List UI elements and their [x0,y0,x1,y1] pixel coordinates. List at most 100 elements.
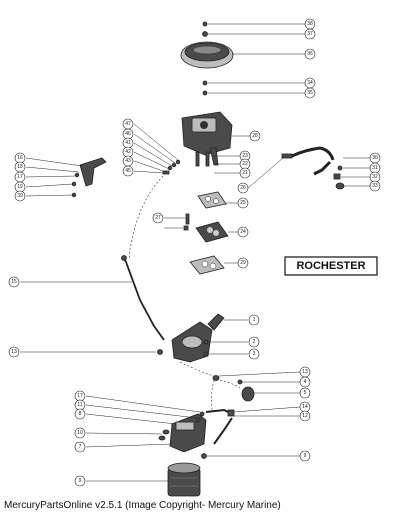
callout-number: 33 [372,183,378,189]
callout-c43: 43 [122,155,134,167]
callout-c46: 46 [122,128,134,140]
callout-circle [152,212,164,224]
callout-c18: 18 [14,161,26,173]
callout-c12: 12 [299,410,311,422]
callout-c1: 1 [248,314,260,326]
callout-c9b: 9 [299,450,311,462]
callout-c14: 14 [299,401,311,413]
callout-circle [369,180,381,192]
callout-circle [249,130,261,142]
callout-number: 26 [240,185,246,191]
callout-c15: 15 [8,276,20,288]
callout-number: 21 [242,170,248,176]
callout-number: 24 [240,229,246,235]
callout-c7: 7 [74,441,86,453]
callout-c34: 34 [304,77,316,89]
throttle-bracket [25,157,107,198]
callout-circle [237,182,249,194]
callout-circle [304,28,316,40]
callout-c17: 17 [14,171,26,183]
callout-circle [304,48,316,60]
callout-c19: 19 [14,181,26,193]
callout-number: 41 [125,140,131,146]
callout-circle [14,190,26,202]
callout-c17b: 17 [74,390,86,402]
callout-c16: 16 [14,152,26,164]
callout-number: 27 [155,215,161,221]
callout-number: 8 [79,411,82,417]
callout-c35: 35 [304,87,316,99]
callout-c11: 11 [74,399,86,411]
callout-number: 11 [77,402,82,408]
callout-number: 7 [79,444,82,450]
callout-circle [248,336,260,348]
callout-c22: 22 [239,158,251,170]
callout-number: 19 [17,184,23,190]
callout-c27: 27 [152,212,164,224]
callout-circle [299,376,311,388]
callout-c28: 28 [249,130,261,142]
callout-circle [237,257,249,269]
callout-number: 9 [79,478,82,484]
callout-c42: 42 [122,146,134,158]
callout-circle [299,410,311,422]
copyright-caption: MercuryPartsOnline v2.5.1 (Image Copyrig… [4,500,281,511]
callout-c29: 29 [237,257,249,269]
callout-c10: 10 [74,427,86,439]
callout-number: 4 [304,379,307,385]
callout-c45: 45 [122,165,134,177]
callout-number: 22 [242,161,248,167]
callout-group: 3837363435284746414243452322211618171939… [8,18,381,487]
callout-number: 42 [125,149,131,155]
callout-circle [122,165,134,177]
callout-number: 38 [307,21,313,27]
fuel-filter-parts [212,371,301,402]
callout-number: 45 [125,168,131,174]
callout-c21: 21 [239,167,251,179]
callout-number: 23 [242,153,248,159]
callout-c4: 4 [299,376,311,388]
fuel-filter-canister [86,462,201,497]
callout-number: 36 [307,51,313,57]
callout-number: 17 [77,393,83,399]
callout-number: 31 [372,165,378,171]
callout-c3: 3 [248,348,260,360]
callout-circle [299,450,311,462]
callout-number: 10 [77,430,83,436]
callout-number: 47 [125,121,131,127]
callout-c8: 8 [74,408,86,420]
callout-number: 9 [304,453,307,459]
callout-c37-top: 37 [304,28,316,40]
fuel-line-assembly [247,146,370,190]
carburetor-gaskets [164,191,238,275]
callout-number: 37 [307,31,313,37]
callout-circle [8,346,20,358]
callout-circle [74,427,86,439]
callout-number: 29 [240,260,246,266]
callout-number: 1 [253,317,256,323]
callout-number: 34 [307,80,313,86]
rochester-label-text: ROCHESTER [296,260,365,272]
callout-c41: 41 [122,137,134,149]
callout-number: 46 [125,131,131,137]
callout-number: 2 [253,339,256,345]
callout-circle [304,87,316,99]
callout-circle [8,276,20,288]
callout-number: 35 [307,90,313,96]
fuel-line-dashed [20,175,165,341]
callout-number: 30 [372,155,378,161]
callout-c5: 5 [299,387,311,399]
callout-circle [299,387,311,399]
callout-number: 39 [17,193,23,199]
carburetor-small-parts [133,123,181,175]
callout-c32: 32 [369,171,381,183]
callout-c9: 9 [74,475,86,487]
callout-circle [74,441,86,453]
callout-c39: 39 [14,190,26,202]
callout-number: 17 [17,174,23,180]
callout-number: 25 [240,200,246,206]
callout-c13b: 13 [299,366,311,378]
callout-number: 18 [17,164,23,170]
callout-number: 43 [125,158,131,164]
callout-c24: 24 [237,226,249,238]
